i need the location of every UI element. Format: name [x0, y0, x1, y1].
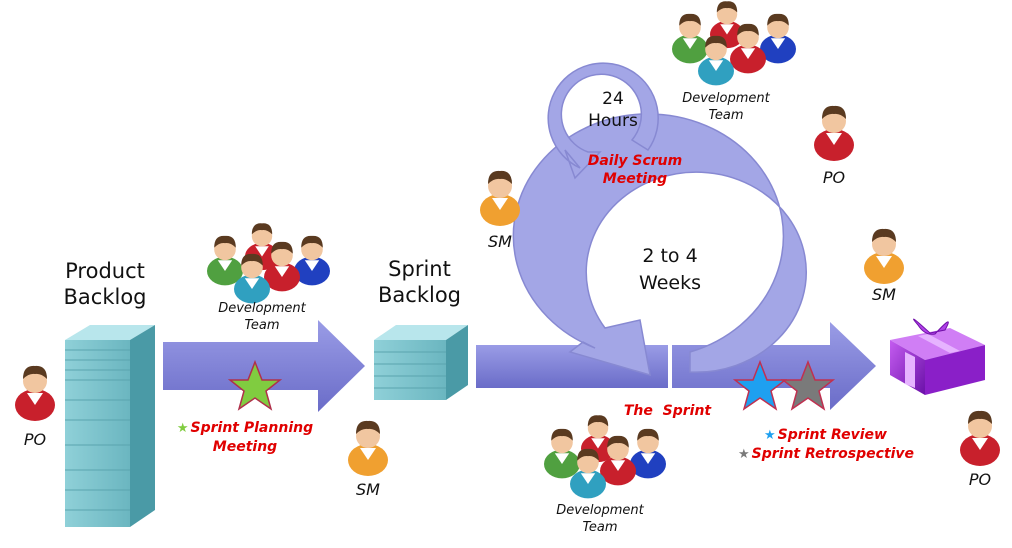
product-backlog-label: Product Backlog	[63, 259, 147, 309]
weeks-cycle-label: 2 to 4 Weeks	[639, 245, 701, 294]
sm-person-icon	[348, 420, 388, 476]
sm-label: SM	[356, 480, 380, 499]
team-icon-sprint	[544, 415, 666, 499]
review-arrow	[672, 322, 876, 410]
review-star-icon	[732, 359, 788, 411]
review-star-small-icon: ★	[764, 428, 776, 443]
retro-star-icon	[780, 359, 836, 411]
the-sprint-label: The Sprint	[623, 403, 712, 419]
dev-team-label-daily: Development Team	[682, 91, 770, 123]
sm-person-icon	[480, 170, 520, 226]
planning-star-small-icon: ★	[176, 421, 189, 436]
dev-team-label-planning: Development Team	[218, 301, 306, 333]
po-label: PO	[23, 430, 47, 449]
sprint-planning-label: ★Sprint Planning Meeting	[176, 420, 314, 455]
team-icon-planning	[207, 223, 330, 304]
sprint-backlog-stack	[374, 325, 468, 400]
hours-cycle-label: 24 Hours	[588, 89, 638, 131]
po-person-icon	[15, 365, 55, 421]
po-person-icon	[814, 105, 854, 161]
retro-star-small-icon: ★	[738, 447, 750, 462]
po-label: PO	[822, 168, 846, 187]
gift-icon	[890, 318, 985, 395]
planning-star-icon	[227, 359, 283, 411]
po-person-icon	[960, 410, 1000, 466]
sprint-review-label: ★Sprint Review ★Sprint Retrospective	[738, 427, 915, 462]
sm-label: SM	[872, 285, 896, 304]
po-label: PO	[968, 470, 992, 489]
hours-cycle-arrow	[547, 62, 659, 180]
weeks-cycle-arrow	[512, 113, 807, 377]
daily-scrum-label: Daily Scrum Meeting	[587, 153, 683, 187]
sprint-backlog-label: Sprint Backlog	[378, 257, 461, 307]
sm-person-icon	[864, 228, 904, 284]
team-icon-daily	[672, 1, 796, 86]
sm-label: SM	[488, 232, 512, 251]
planning-arrow	[163, 320, 365, 412]
product-backlog-stack	[65, 325, 155, 527]
dev-team-label-sprint: Development Team	[556, 503, 644, 535]
